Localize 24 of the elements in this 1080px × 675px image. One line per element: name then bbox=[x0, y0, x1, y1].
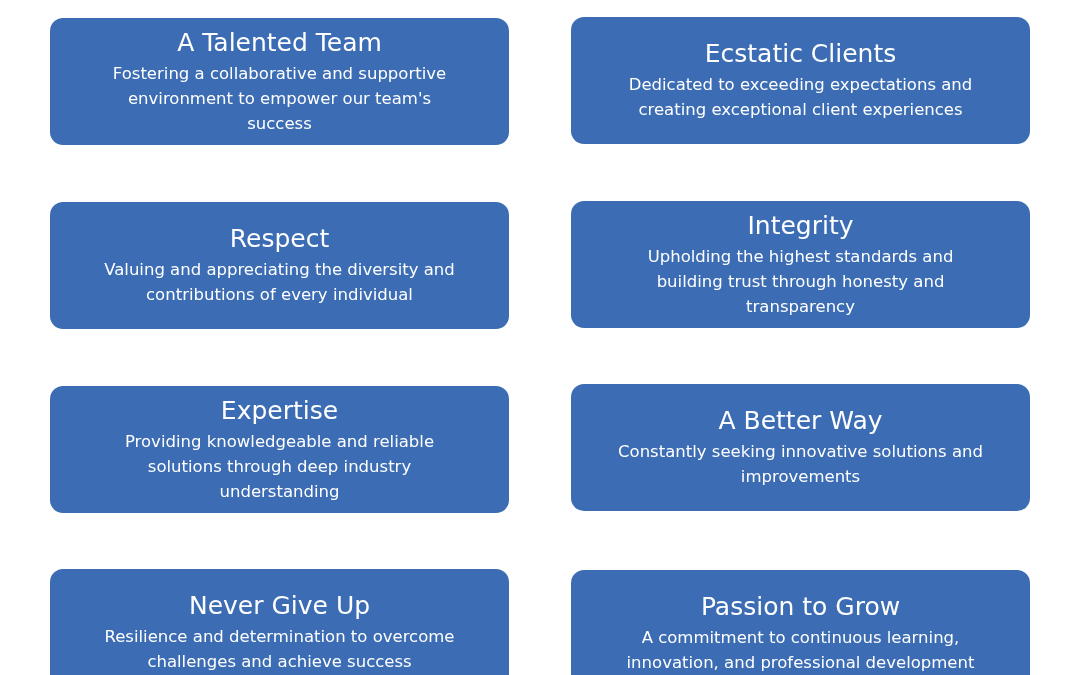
card-title: Respect bbox=[229, 224, 330, 254]
card-description: A commitment to continuous learning, innovation, and professional development bbox=[625, 627, 976, 674]
value-card bbox=[50, 18, 509, 145]
card-description: Resilience and determination to overcome challenges and achieve success bbox=[103, 626, 456, 673]
card-title: A Better Way bbox=[718, 406, 883, 436]
card-description: Upholding the highest standards and building trust through honesty and transparency bbox=[646, 245, 955, 318]
value-card bbox=[50, 386, 509, 513]
value-card bbox=[571, 17, 1030, 144]
card-title: Passion to Grow bbox=[700, 592, 901, 622]
value-card bbox=[571, 201, 1030, 328]
card-title: Ecstatic Clients bbox=[704, 39, 897, 69]
value-card bbox=[571, 384, 1030, 511]
value-card bbox=[50, 569, 509, 675]
value-card bbox=[50, 202, 509, 329]
card-description: Fostering a collaborative and supportive environment to empower our team's success bbox=[111, 62, 448, 135]
card-title: A Talented Team bbox=[177, 27, 382, 58]
card-description: Valuing and appreciating the diversity and contributions of every individual bbox=[103, 259, 456, 306]
card-title: Expertise bbox=[220, 395, 339, 426]
value-card bbox=[571, 570, 1030, 675]
card-description: Dedicated to exceeding expectations and creating exceptional client experiences bbox=[627, 74, 974, 121]
card-description: Providing knowledgeable and reliable solutions through deep industry understanding bbox=[123, 430, 436, 503]
card-title: Never Give Up bbox=[188, 591, 371, 621]
card-description: Constantly seeking innovative solutions and improvements bbox=[617, 441, 984, 488]
card-title: Integrity bbox=[747, 210, 854, 241]
